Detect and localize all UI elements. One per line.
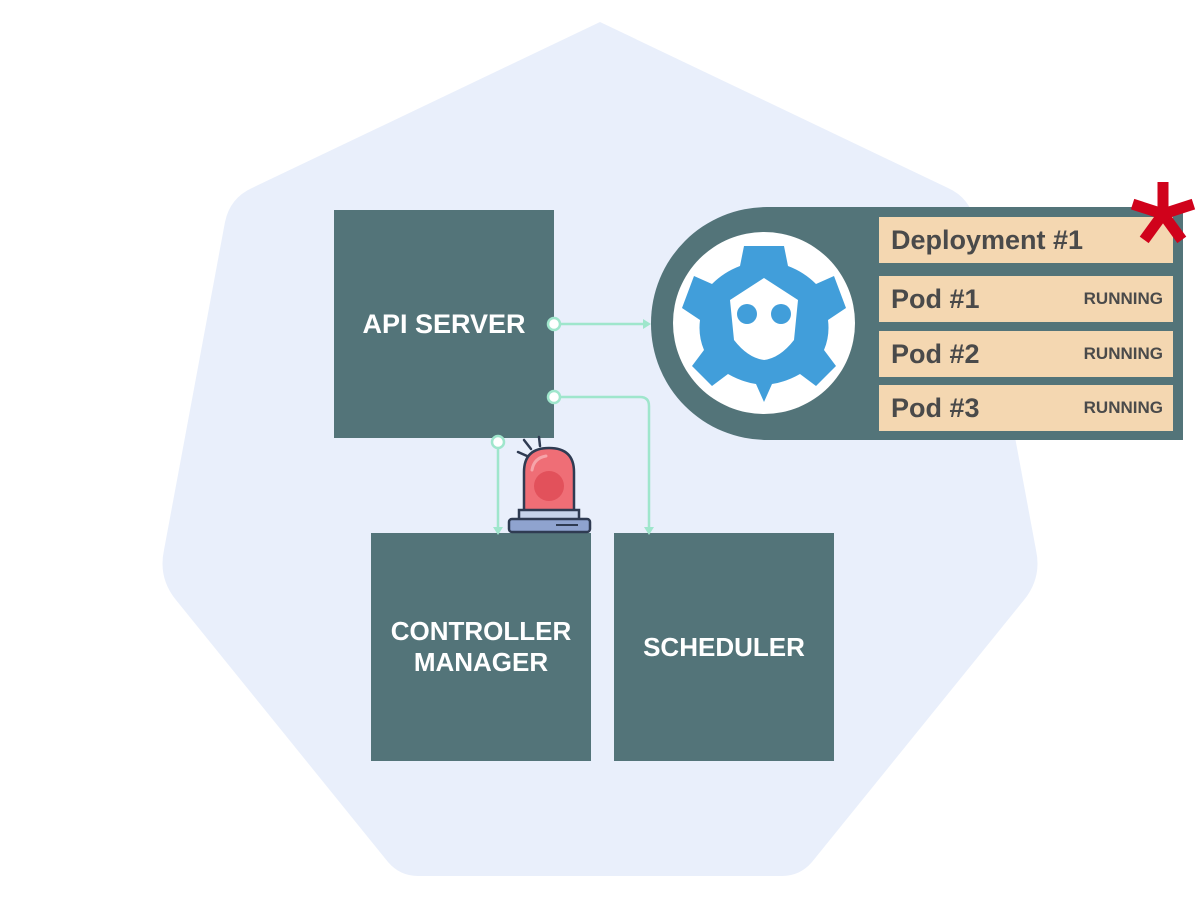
- record-name: Pod #3: [891, 392, 980, 423]
- record-name: Deployment #1: [891, 224, 1084, 255]
- etcd-logo-circle: [673, 232, 855, 414]
- etcd-record-pod-2: Pod #2 RUNNING: [879, 331, 1173, 377]
- scheduler-box[interactable]: SCHEDULER: [614, 533, 834, 761]
- record-status: RUNNING: [1083, 398, 1163, 417]
- record-status: RUNNING: [1083, 344, 1163, 363]
- background-heptagon: [162, 22, 1038, 876]
- record-name: Pod #2: [891, 338, 980, 369]
- scheduler-label: SCHEDULER: [643, 631, 805, 662]
- controller-manager-box[interactable]: CONTROLLER MANAGER: [371, 533, 591, 761]
- record-status: RUNNING: [1083, 289, 1163, 308]
- etcd-record-pod-1: Pod #1 RUNNING: [879, 276, 1173, 322]
- etcd-record-deployment-1: Deployment #1: [879, 217, 1173, 263]
- controller-manager-label: CONTROLLER MANAGER: [390, 616, 572, 677]
- api-server-box[interactable]: API SERVER: [334, 210, 554, 438]
- etcd-record-pod-3: Pod #3 RUNNING: [879, 385, 1173, 431]
- record-name: Pod #1: [891, 283, 980, 314]
- api-server-label: API SERVER: [362, 308, 526, 339]
